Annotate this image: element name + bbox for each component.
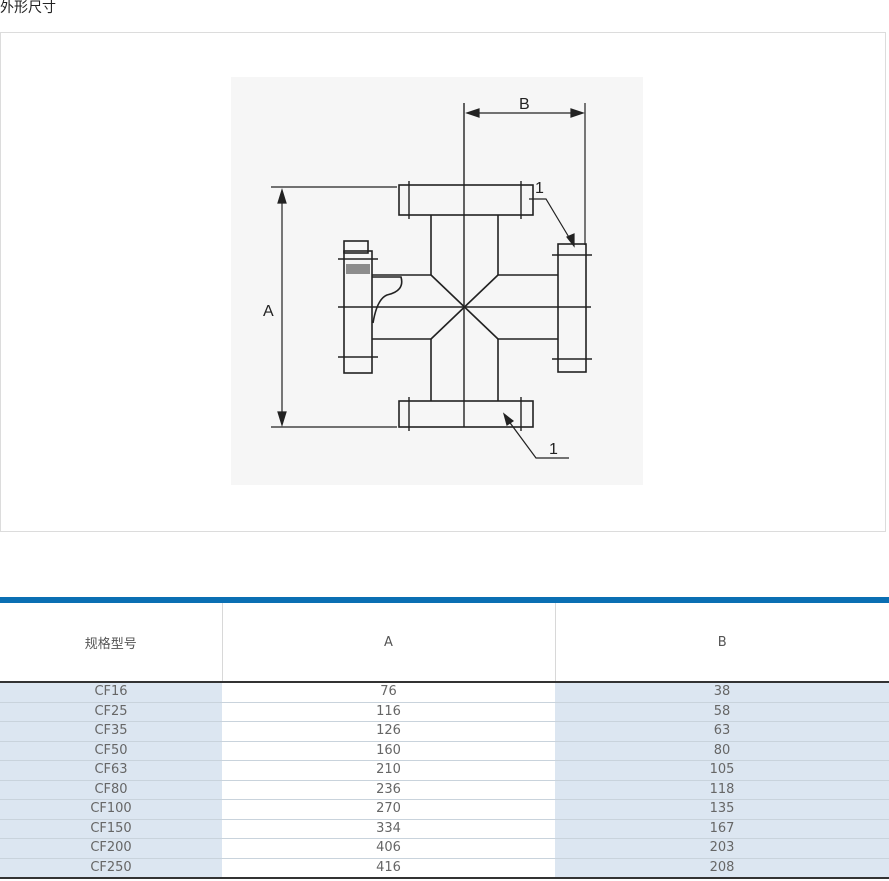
center-lines	[338, 103, 592, 431]
bottom-flange	[398, 400, 534, 428]
header-model: 规格型号	[0, 603, 223, 683]
cell-b: 135	[555, 799, 889, 820]
section-title: 外形尺寸	[0, 0, 56, 16]
cell-model: CF16	[0, 682, 222, 703]
cross-fitting-drawing: B A 1 1	[231, 77, 643, 485]
header-b: B	[555, 603, 889, 683]
dimension-drawing-panel: B A 1 1	[0, 32, 886, 532]
cell-model: CF100	[0, 799, 222, 820]
cell-a: 76	[222, 682, 555, 703]
header-a: A	[222, 603, 556, 683]
cell-b: 118	[555, 780, 889, 800]
cross-outline	[343, 184, 587, 428]
dim-b-label: B	[519, 96, 530, 113]
cell-b: 167	[555, 819, 889, 839]
cell-model: CF63	[0, 760, 222, 781]
cell-a: 116	[222, 702, 555, 722]
callout-top-label: 1	[535, 180, 544, 197]
cell-b: 38	[555, 682, 889, 703]
top-flange	[398, 184, 534, 216]
cell-model: CF25	[0, 702, 222, 722]
cell-a: 236	[222, 780, 555, 800]
cell-b: 105	[555, 760, 889, 781]
cell-a: 406	[222, 838, 555, 859]
cell-b: 63	[555, 721, 889, 742]
cell-model: CF200	[0, 838, 222, 859]
cell-b: 203	[555, 838, 889, 859]
cell-b: 58	[555, 702, 889, 722]
cell-model: CF80	[0, 780, 222, 800]
cell-model: CF150	[0, 819, 222, 839]
cell-model: CF35	[0, 721, 222, 742]
hatched-section	[346, 264, 370, 274]
cell-a: 334	[222, 819, 555, 839]
cell-a: 210	[222, 760, 555, 781]
cell-a: 126	[222, 721, 555, 742]
left-flange	[343, 250, 373, 374]
callout-bottom-label: 1	[549, 441, 558, 458]
cell-a: 270	[222, 799, 555, 820]
cell-b: 80	[555, 741, 889, 761]
cell-model: CF50	[0, 741, 222, 761]
table-header-row: 规格型号 A B	[0, 603, 889, 683]
table-accent-bar	[0, 597, 889, 603]
cell-a: 416	[222, 858, 555, 879]
cell-b: 208	[555, 858, 889, 879]
cell-model: CF250	[0, 858, 222, 879]
dim-a-label: A	[263, 303, 274, 320]
cell-a: 160	[222, 741, 555, 761]
dimension-lines	[271, 103, 586, 459]
